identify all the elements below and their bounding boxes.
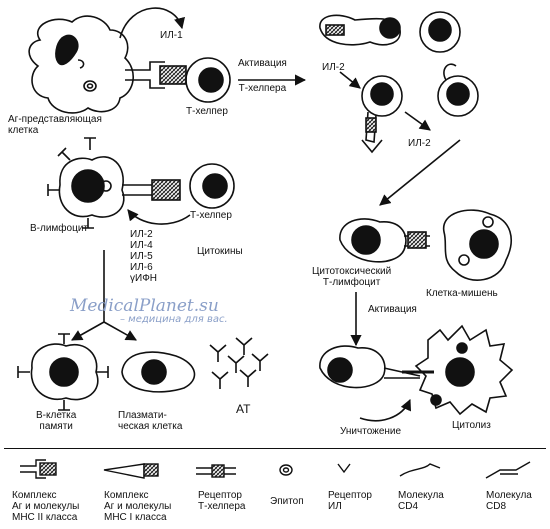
- cytokine-item: ИЛ-6: [130, 262, 153, 273]
- il1-arrow: [119, 7, 185, 39]
- cytokine-item: ИЛ-2: [130, 229, 153, 240]
- ctl-attacking: [319, 345, 421, 389]
- legend-line: Рецептор: [198, 490, 242, 501]
- legend-item-cd8: Молекула CD8: [486, 490, 532, 512]
- activated-t-helper: [319, 14, 401, 46]
- t-helper-cell-1: [185, 57, 231, 103]
- label-apc-line1: Аг-представляющая: [8, 114, 102, 125]
- label-th2: Т-хелпер: [190, 210, 232, 221]
- target-cell: [443, 209, 512, 281]
- cytokine-item: ИЛ-4: [130, 240, 153, 251]
- legend-line: Комплекс: [12, 490, 57, 501]
- legend-item-th-receptor: Рецептор Т-хелпера: [198, 490, 246, 512]
- cytokine-item: γИФН: [130, 273, 158, 284]
- legend-line: Рецептор: [328, 490, 372, 501]
- cytokine-loop-arrow: [127, 209, 191, 225]
- label-apc-line2: клетка: [8, 125, 39, 136]
- label-target: Клетка-мишень: [426, 288, 498, 299]
- legend-line: Эпитоп: [270, 496, 304, 507]
- label-memory-b: В-клетка памяти: [36, 410, 76, 432]
- cytotoxic-t-lymphocyte: [339, 218, 430, 263]
- label-il1: ИЛ-1: [160, 30, 183, 41]
- antigen-presenting-cell: [28, 15, 134, 114]
- label-activation-line1: Активация: [238, 58, 287, 69]
- legend-line: CD8: [486, 501, 507, 512]
- label-at: АТ: [236, 402, 251, 416]
- mhc-ii-complex: [125, 61, 187, 89]
- label-il2-a: ИЛ-2: [322, 62, 345, 73]
- t-cell-right: [437, 63, 479, 117]
- legend-item-mhc2: Комплекс Аг и молекулы МНС II класса: [12, 490, 79, 523]
- legend-item-epitope: Эпитоп: [270, 496, 304, 507]
- legend-item-il-receptor: Рецептор ИЛ: [328, 490, 372, 512]
- label-b-lymphocyte: В-лимфоцит: [30, 223, 88, 234]
- memory-b-cell: [17, 333, 109, 411]
- label-memory-b-line2: памяти: [39, 421, 73, 432]
- legend-line: Молекула: [486, 490, 532, 501]
- plasma-cell: [121, 351, 196, 393]
- watermark-site: MedicalPlanet.su: [70, 296, 219, 316]
- label-cytolysis: Цитолиз: [452, 420, 491, 431]
- label-il2-b: ИЛ-2: [408, 138, 431, 149]
- antibodies: [209, 337, 269, 389]
- label-activation-2: Активация: [368, 304, 417, 315]
- t-cell-middle: [361, 75, 403, 154]
- label-ctl-line2: Т-лимфоцит: [322, 277, 381, 288]
- label-ctl-line1: Цитотоксический: [312, 266, 392, 277]
- label-th1: Т-хелпер: [186, 106, 228, 117]
- legend-line: Аг и молекулы: [104, 501, 172, 512]
- label-activation-th: Активация Т-хелпера: [238, 58, 287, 94]
- legend-item-mhc1: Комплекс Аг и молекулы МНС I класса: [104, 490, 171, 523]
- label-destruction: Уничтожение: [340, 426, 402, 437]
- legend-line: ИЛ: [328, 501, 342, 512]
- watermark-tagline: – медицина для вас.: [120, 314, 228, 325]
- label-memory-b-line1: В-клетка: [36, 410, 77, 421]
- label-activation-line2: Т-хелпера: [238, 83, 287, 94]
- bcell-th-complex: [122, 179, 181, 201]
- legend-line: Т-хелпера: [198, 501, 246, 512]
- t-cell-top-right: [419, 11, 461, 53]
- cytokine-item: ИЛ-5: [130, 251, 153, 262]
- b-lymphocyte: [47, 137, 125, 229]
- legend-line: МНС II класса: [12, 512, 78, 523]
- label-plasma-line2: ческая клетка: [118, 421, 183, 432]
- t-helper-cell-2: [189, 163, 235, 209]
- legend-line: Комплекс: [104, 490, 149, 501]
- destruction-arrow: [359, 398, 412, 422]
- legend-line: CD4: [398, 501, 419, 512]
- label-plasma-line1: Плазмати-: [118, 410, 167, 421]
- legend-line: Молекула: [398, 490, 444, 501]
- label-cytokines: Цитокины: [197, 246, 243, 257]
- legend: [4, 448, 546, 527]
- legend-icons: [20, 459, 531, 479]
- label-plasma: Плазмати- ческая клетка: [118, 410, 182, 432]
- cytokine-list: ИЛ-2 ИЛ-4 ИЛ-5 ИЛ-6 γИФН: [130, 229, 157, 284]
- lysed-target-cell: [402, 324, 514, 416]
- label-apc: Аг-представляющая клетка: [8, 114, 102, 136]
- label-ctl: Цитотоксический Т-лимфоцит: [312, 266, 391, 288]
- legend-item-cd4: Молекула CD4: [398, 490, 444, 512]
- legend-line: Аг и молекулы: [12, 501, 80, 512]
- legend-line: МНС I класса: [104, 512, 167, 523]
